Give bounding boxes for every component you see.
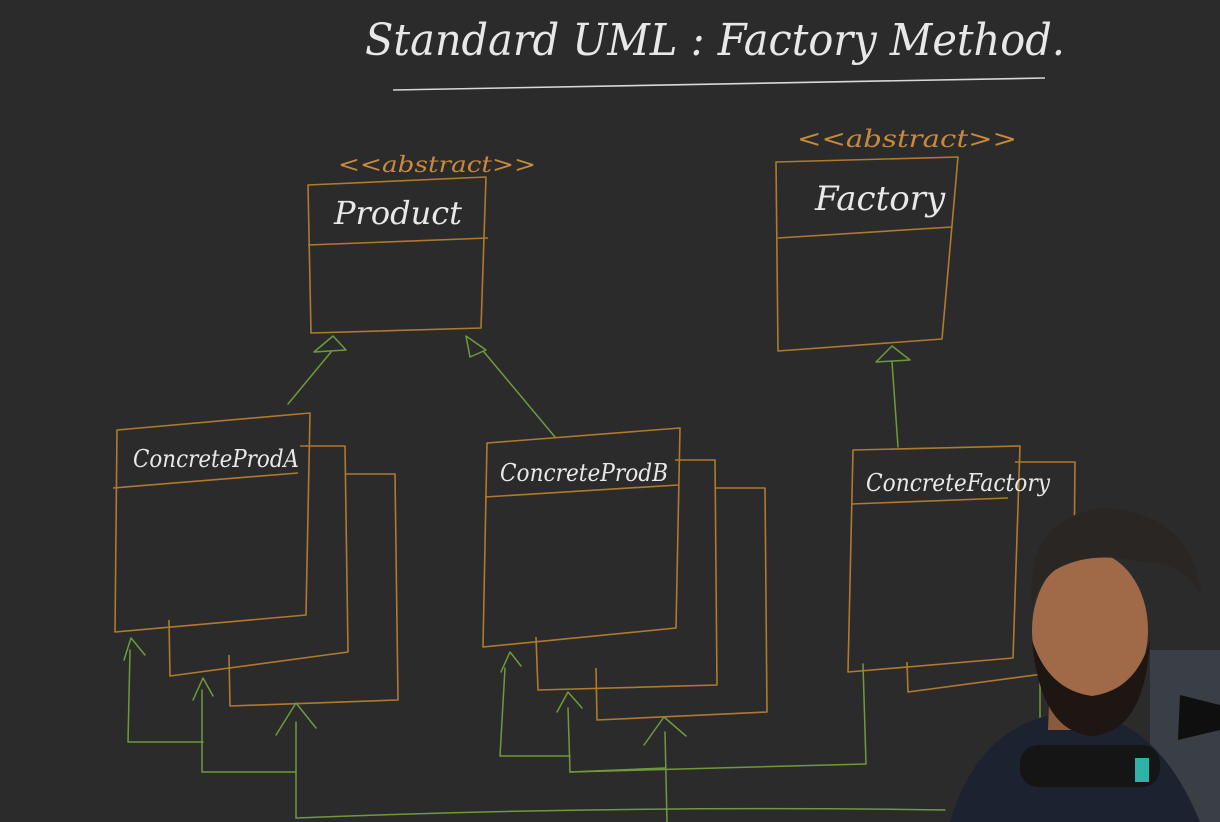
creation-connectors: [123, 637, 1041, 822]
title-underline: [392, 77, 1046, 91]
concrete-prod-a-name: ConcreteProdA: [133, 445, 299, 473]
diagram-title: Standard UML : Factory Method.: [365, 15, 1065, 66]
inheritance-arrows: [287, 335, 911, 448]
concrete-factory-name: ConcreteFactory: [866, 469, 1050, 497]
product-class: <<abstract>> Product: [307, 153, 536, 334]
concrete-factory-class: ConcreteFactory: [847, 445, 1076, 693]
presenter-video-overlay: [940, 500, 1220, 822]
factory-stereotype: <<abstract>>: [797, 125, 1017, 153]
concrete-prod-a-class: ConcreteProdA: [112, 412, 399, 707]
product-stereotype: <<abstract>>: [338, 153, 536, 178]
factory-name: Factory: [814, 179, 946, 219]
concrete-prod-b-class: ConcreteProdB: [482, 427, 768, 721]
factory-class: <<abstract>> Factory: [775, 125, 1017, 352]
concrete-prod-b-name: ConcreteProdB: [500, 459, 668, 487]
product-name: Product: [333, 194, 462, 232]
